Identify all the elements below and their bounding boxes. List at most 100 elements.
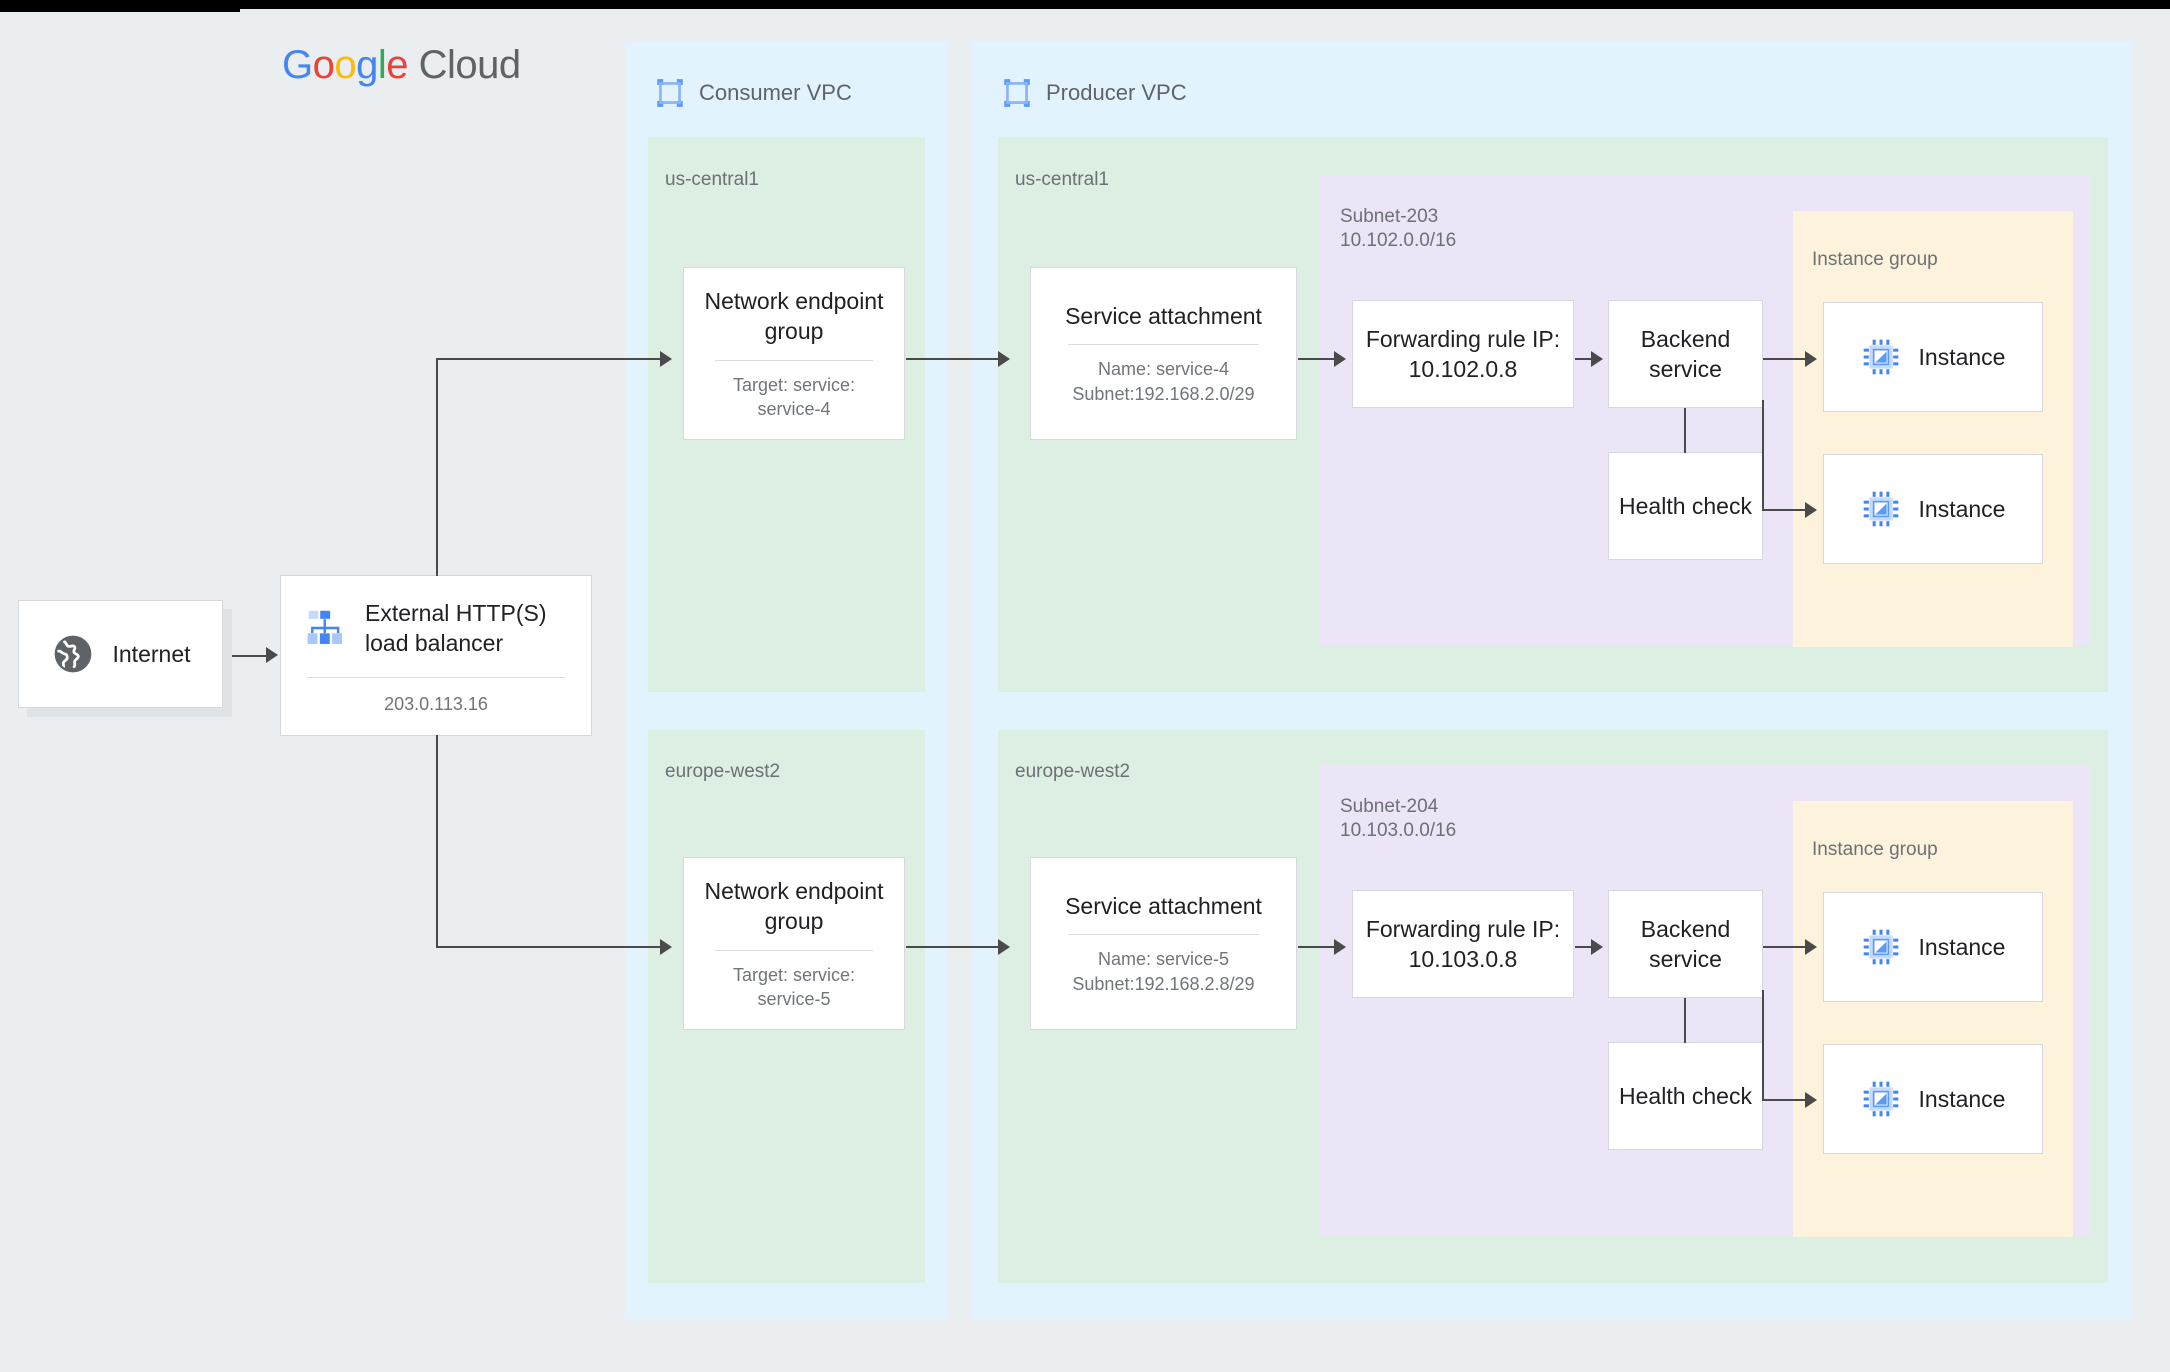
logo-letter-G: G [282, 43, 313, 87]
health-check-us-central1[interactable]: Health check [1608, 452, 1763, 560]
subnet-204-label: Subnet-204 10.103.0.0/16 [1340, 796, 1457, 841]
producer-region-us-central1-label: us-central1 [1015, 169, 1109, 190]
logo-letter-e: e [386, 43, 409, 87]
cpu-icon [1863, 929, 1898, 965]
cpu-icon [1863, 1081, 1898, 1117]
instance-group-label-us-central1: Instance group [1812, 249, 1938, 270]
edge-fr-to-bs-europe-west2 [1575, 946, 1593, 948]
lb-header-row: External HTTP(S) load balancer [281, 598, 591, 659]
health-check-title-europe-west2: Health check [1619, 1082, 1752, 1109]
google-cloud-logo: Google Cloud [282, 43, 521, 88]
edge-neg-to-sa-us-central1 [906, 358, 1000, 360]
edge-bs-down-europe-west2 [1762, 990, 1764, 1100]
instance-us-central1-1[interactable]: Instance [1823, 302, 2043, 412]
arrowhead-bs-to-instance1-europe-west2 [1805, 939, 1817, 955]
edge-internet-to-lb [232, 655, 268, 657]
load-balancer-icon [307, 611, 343, 645]
producer-region-europe-west2-label: europe-west2 [1015, 761, 1131, 782]
arrowhead-bs-to-instance2-europe-west2 [1805, 1092, 1817, 1108]
arrowhead-internet-to-lb [266, 647, 278, 663]
lb-ip: 203.0.113.16 [384, 693, 488, 714]
edge-sa-to-fr-us-central1 [1298, 358, 1336, 360]
card-separator [1068, 344, 1259, 346]
instance-europe-west2-1[interactable]: Instance [1823, 892, 2043, 1002]
producer-vpc-title: Producer VPC [1046, 80, 1187, 105]
arrowhead-bs-to-instance1-us-central1 [1805, 351, 1817, 367]
instance-group-label-europe-west2: Instance group [1812, 839, 1938, 860]
forwarding-rule-title-us-central1: Forwarding rule IP: 10.102.0.8 [1365, 325, 1561, 382]
logo-cloud-text: Cloud [418, 43, 522, 87]
forwarding-rule-us-central1[interactable]: Forwarding rule IP: 10.102.0.8 [1352, 300, 1574, 408]
arrowhead-sa-to-fr-europe-west2 [1334, 939, 1346, 955]
logo-word-cloud [408, 43, 419, 87]
instance-label-europe-west2-1: Instance [1918, 933, 2006, 960]
instance-label-us-central1-1: Instance [1918, 343, 2006, 370]
arrowhead-fr-to-bs-us-central1 [1591, 351, 1603, 367]
logo-letter-o1: o [312, 43, 335, 87]
neg-detail-us-central1: Target: service: service-4 [732, 374, 856, 419]
edge-bs-to-instance2-europe-west2 [1762, 1099, 1807, 1101]
instance-label-europe-west2-2: Instance [1918, 1085, 2006, 1112]
arrowhead-sa-to-fr-us-central1 [1334, 351, 1346, 367]
instance-us-central1-2[interactable]: Instance [1823, 454, 2043, 564]
vpc-icon [657, 79, 683, 107]
consumer-region-us-central1-label: us-central1 [665, 169, 759, 190]
arrowhead-lb-to-neg-europe-west2 [660, 939, 672, 955]
edge-bs-to-instance2-us-central1 [1762, 509, 1807, 511]
service-attachment-detail-us-central1: Name: service-4 Subnet:192.168.2.0/29 [1072, 359, 1255, 404]
neg-title-europe-west2: Network endpoint group [704, 877, 884, 935]
neg-title-us-central1: Network endpoint group [704, 287, 884, 345]
instance-group-us-central1 [1793, 211, 2073, 647]
card-separator [714, 949, 874, 951]
service-attachment-title-us-central1: Service attachment [1065, 303, 1262, 330]
globe-icon [54, 635, 91, 673]
neg-detail-europe-west2: Target: service: service-5 [732, 964, 856, 1009]
arrowhead-neg-to-sa-us-central1 [998, 351, 1010, 367]
edge-neg-to-sa-europe-west2 [906, 946, 1000, 948]
service-attachment-us-central1[interactable]: Service attachment Name: service-4 Subne… [1030, 267, 1297, 440]
backend-service-us-central1[interactable]: Backend service [1608, 300, 1763, 408]
logo-letter-g: g [356, 43, 378, 87]
network-endpoint-group-us-central1[interactable]: Network endpoint group Target: service: … [683, 267, 905, 440]
backend-service-europe-west2[interactable]: Backend service [1608, 890, 1763, 998]
forwarding-rule-title-europe-west2: Forwarding rule IP: 10.103.0.8 [1365, 915, 1561, 972]
card-separator [714, 359, 874, 361]
edge-fr-to-bs-us-central1 [1575, 358, 1593, 360]
arrowhead-bs-to-instance2-us-central1 [1805, 502, 1817, 518]
health-check-europe-west2[interactable]: Health check [1608, 1042, 1763, 1150]
instance-label-us-central1-2: Instance [1918, 495, 2006, 522]
arrowhead-lb-to-neg-us-central1 [660, 351, 672, 367]
cpu-icon [1863, 339, 1898, 375]
instance-group-europe-west2 [1793, 801, 2073, 1237]
consumer-vpc-title: Consumer VPC [699, 80, 852, 105]
external-load-balancer-node[interactable]: External HTTP(S) load balancer 203.0.113… [280, 575, 592, 736]
card-separator [307, 676, 565, 678]
top-black-bar-left [0, 0, 240, 12]
network-endpoint-group-europe-west2[interactable]: Network endpoint group Target: service: … [683, 857, 905, 1030]
top-black-bar-right [240, 0, 2170, 9]
forwarding-rule-europe-west2[interactable]: Forwarding rule IP: 10.103.0.8 [1352, 890, 1574, 998]
consumer-region-europe-west2-label: europe-west2 [665, 761, 781, 782]
edge-bs-down-us-central1 [1762, 400, 1764, 510]
logo-letter-o2: o [334, 43, 357, 87]
edge-bs-to-instance1-us-central1 [1763, 358, 1807, 360]
edge-bs-to-hc-us-central1 [1684, 408, 1686, 453]
backend-service-title-us-central1: Backend service [1640, 325, 1731, 382]
edge-sa-to-fr-europe-west2 [1298, 946, 1336, 948]
edge-lb-up-segment [436, 359, 438, 576]
service-attachment-europe-west2[interactable]: Service attachment Name: service-5 Subne… [1030, 857, 1297, 1030]
internet-label: Internet [112, 640, 191, 667]
lb-title: External HTTP(S) load balancer [365, 600, 547, 657]
card-separator [1068, 934, 1259, 936]
consumer-vpc-header: Consumer VPC [653, 76, 852, 110]
instance-europe-west2-2[interactable]: Instance [1823, 1044, 2043, 1154]
edge-bs-to-hc-europe-west2 [1684, 998, 1686, 1043]
internet-node[interactable]: Internet [18, 600, 223, 708]
service-attachment-title-europe-west2: Service attachment [1065, 893, 1262, 920]
arrowhead-fr-to-bs-europe-west2 [1591, 939, 1603, 955]
logo-letter-l: l [377, 43, 387, 87]
subnet-203-label: Subnet-203 10.102.0.0/16 [1340, 206, 1457, 251]
edge-lb-to-neg-europe-west2 [436, 946, 662, 948]
arrowhead-neg-to-sa-europe-west2 [998, 939, 1010, 955]
